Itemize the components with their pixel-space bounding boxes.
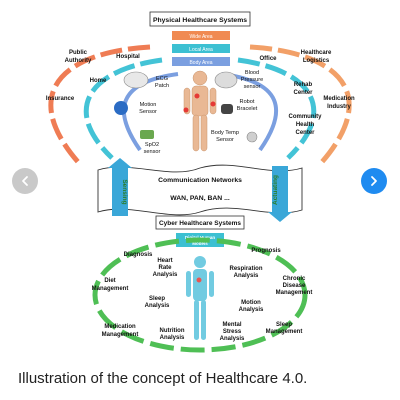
area-bar-local bbox=[172, 44, 230, 53]
physical-title-box bbox=[149, 11, 251, 27]
sensing-arrow: Sensing bbox=[108, 158, 132, 216]
cyber-title-box bbox=[155, 215, 245, 230]
sensor-icons bbox=[114, 71, 258, 143]
next-image-button[interactable] bbox=[361, 168, 387, 194]
area-bar-body bbox=[172, 57, 230, 66]
image-caption: Illustration of the concept of Healthcar… bbox=[18, 370, 308, 387]
robot-bracelet-icon bbox=[221, 104, 233, 114]
comm-text: WAN, PAN, BAN ... bbox=[170, 195, 230, 202]
area-body: Body Area bbox=[189, 60, 212, 66]
motion-sensor-icon bbox=[114, 101, 128, 115]
healthcare-figure: Physical Healthcare Systems Wide Area Lo… bbox=[46, 11, 355, 353]
label-prognosis: Prognosis bbox=[251, 248, 281, 254]
label-diagnosis: Diagnosis bbox=[124, 252, 153, 258]
comm-banner bbox=[97, 164, 303, 216]
ecg-patch-icon bbox=[123, 71, 149, 89]
spo2-sensor-icon bbox=[140, 130, 154, 139]
blood-pressure-icon bbox=[214, 71, 238, 89]
cyber-ring bbox=[92, 237, 308, 353]
area-wide: Wide Area bbox=[189, 34, 212, 40]
human-figure bbox=[183, 70, 217, 152]
chevron-left-icon bbox=[22, 176, 28, 186]
label-office: Office bbox=[259, 56, 277, 62]
physical-title: Physical Healthcare Systems bbox=[153, 17, 247, 24]
actuating-arrow: Actuating bbox=[268, 166, 292, 222]
physical-arcs bbox=[48, 44, 352, 164]
chevron-right-icon bbox=[371, 176, 377, 186]
digital-human-figure bbox=[186, 256, 214, 340]
area-local: Local Area bbox=[189, 47, 213, 53]
actuating-label: Actuating bbox=[272, 175, 279, 205]
cyber-title: Cyber Healthcare Systems bbox=[159, 220, 241, 227]
label-hospital: Hospital bbox=[116, 54, 140, 60]
previous-image-button[interactable] bbox=[12, 168, 38, 194]
sensing-label: Sensing bbox=[121, 179, 128, 204]
comm-title: Communication Networks bbox=[158, 177, 242, 184]
label-home: Home bbox=[90, 78, 107, 84]
body-temp-icon bbox=[246, 131, 258, 143]
label-insurance: Insurance bbox=[46, 96, 75, 102]
area-bar-wide bbox=[172, 31, 230, 40]
